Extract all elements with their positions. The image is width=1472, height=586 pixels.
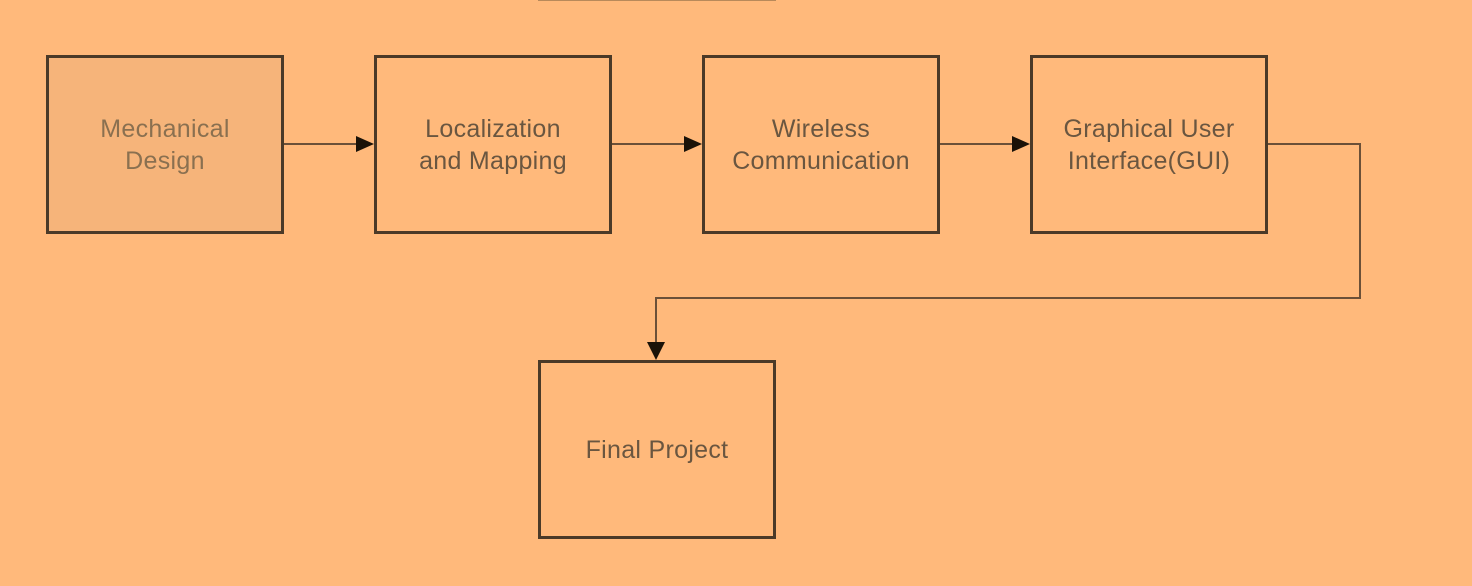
arrowhead-icon: [1012, 136, 1030, 152]
node-label: Final Project: [585, 435, 729, 464]
partial-box-edge: [538, 0, 776, 1]
node-gui[interactable]: Graphical User Interface(GUI): [1030, 55, 1268, 234]
node-final-project[interactable]: Final Project: [538, 360, 776, 539]
node-localization-mapping[interactable]: Localization and Mapping: [374, 55, 612, 234]
node-mechanical-design[interactable]: Mechanical Design: [46, 55, 284, 234]
arrowhead-icon: [647, 342, 665, 360]
arrowhead-icon: [684, 136, 702, 152]
arrowhead-icon: [356, 136, 374, 152]
node-label: Mechanical Design: [100, 114, 230, 175]
node-wireless-communication[interactable]: Wireless Communication: [702, 55, 940, 234]
node-label: Graphical User Interface(GUI): [1063, 114, 1235, 175]
node-label: Wireless Communication: [732, 114, 910, 175]
node-label: Localization and Mapping: [419, 114, 567, 175]
